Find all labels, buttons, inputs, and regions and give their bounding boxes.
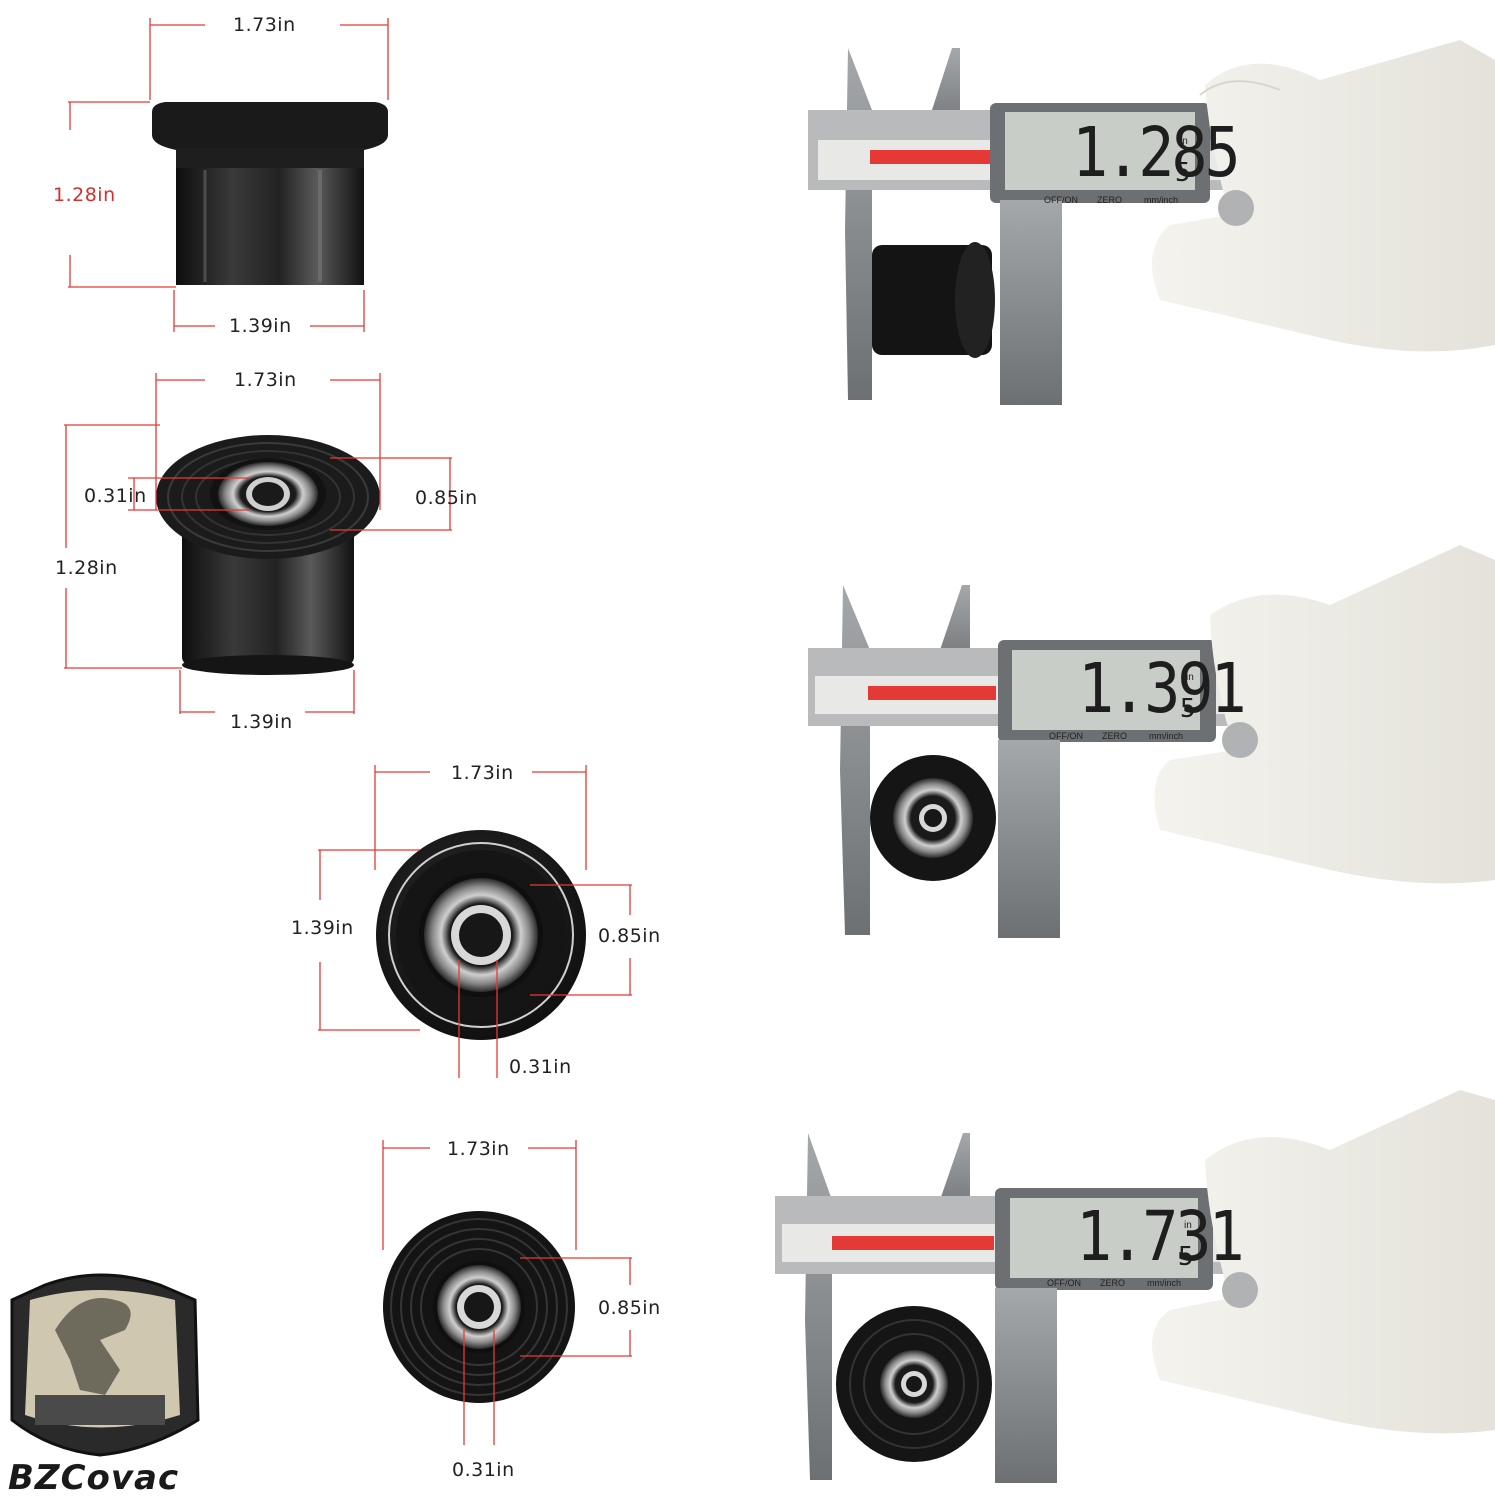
view3-dim-lines <box>318 765 632 1078</box>
view2-dim-lines <box>64 373 452 714</box>
view4-part <box>383 1211 575 1403</box>
view3-dim-bottom: 0.31in <box>509 1056 572 1078</box>
view2-part <box>156 435 380 675</box>
view4-dim-right: 0.85in <box>598 1297 661 1319</box>
caliper-1-sub: 5 <box>1175 158 1191 188</box>
view1-dim-top: 1.73in <box>233 14 296 36</box>
brand-logo <box>10 1273 200 1457</box>
caliper-1-unit: in <box>1180 136 1188 147</box>
caliper-3-zero-label: ZERO <box>1100 1278 1126 1288</box>
view2-dim-right: 0.85in <box>415 487 478 509</box>
caliper-3-reading: 1.731 <box>1076 1196 1245 1278</box>
view2-dim-bottom: 1.39in <box>230 711 293 733</box>
caliper-2-reading: 1.391 <box>1078 648 1247 730</box>
view3-dim-right: 0.85in <box>598 925 661 947</box>
view2-dim-inner: 0.31in <box>84 485 147 507</box>
caliper-2-unit: in <box>1186 672 1194 683</box>
caliper-1 <box>808 40 1495 405</box>
caliper-1-zero-label: ZERO <box>1097 195 1123 205</box>
view4-dim-bottom: 0.31in <box>452 1459 515 1481</box>
view1-part <box>152 102 388 285</box>
view2-dim-top: 1.73in <box>234 369 297 391</box>
caliper-1-mm-label: mm/inch <box>1144 195 1179 205</box>
caliper-2-zero-label: ZERO <box>1102 731 1128 741</box>
caliper-3-unit: in <box>1184 1220 1192 1231</box>
view3-dim-left: 1.39in <box>291 917 354 939</box>
view1-dim-left: 1.28in <box>53 184 116 206</box>
caliper-3-mm-label: mm/inch <box>1147 1278 1182 1288</box>
caliper-3 <box>775 1090 1495 1483</box>
caliper-3-onoff-label: OFF/ON <box>1047 1278 1081 1288</box>
view1-dim-lines <box>68 18 389 332</box>
view4-dim-top: 1.73in <box>447 1138 510 1160</box>
view2-dim-left: 1.28in <box>55 557 118 579</box>
caliper-2 <box>808 545 1495 938</box>
view1-dim-bottom: 1.39in <box>229 315 292 337</box>
view3-part <box>376 830 586 1040</box>
caliper-2-sub: 5 <box>1180 694 1196 724</box>
caliper-1-onoff-label: OFF/ON <box>1044 195 1078 205</box>
caliper-3-sub: 5 <box>1178 1242 1194 1272</box>
caliper-1-reading: 1.285 <box>1072 112 1241 194</box>
brand-name: BZCovac <box>8 1458 180 1498</box>
view3-dim-top: 1.73in <box>451 762 514 784</box>
view4-dim-lines <box>382 1140 632 1445</box>
caliper-2-onoff-label: OFF/ON <box>1049 731 1083 741</box>
caliper-2-mm-label: mm/inch <box>1149 731 1184 741</box>
